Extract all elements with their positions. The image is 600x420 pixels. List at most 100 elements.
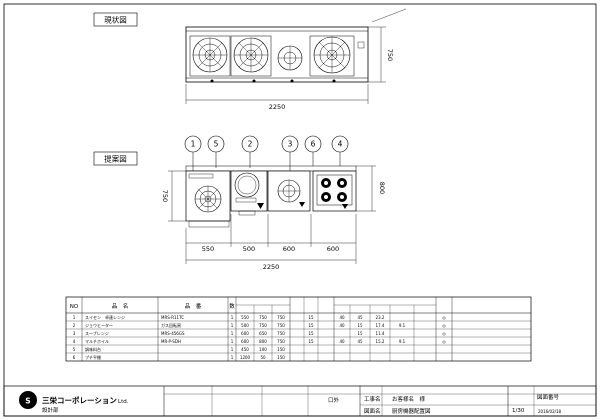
proposal-depth-left: 750 xyxy=(161,170,186,222)
drawing-value: 厨房機器配置図 xyxy=(392,407,431,415)
svg-text:15: 15 xyxy=(308,331,314,336)
svg-text:2: 2 xyxy=(73,323,76,328)
current-burner-2 xyxy=(230,35,272,77)
svg-text:1200: 1200 xyxy=(240,355,251,360)
svg-text:9.1: 9.1 xyxy=(399,323,406,328)
svg-text:23.2: 23.2 xyxy=(376,315,385,320)
svg-text:ガス回転窯: ガス回転窯 xyxy=(161,322,181,328)
svg-text:◎: ◎ xyxy=(442,339,446,344)
sheet-label: 図面番号 xyxy=(537,394,560,401)
misc-label: 口外 xyxy=(328,396,340,404)
svg-text:6: 6 xyxy=(73,355,76,360)
svg-text:◎: ◎ xyxy=(442,331,446,336)
svg-text:◎: ◎ xyxy=(442,315,446,320)
callouts: 1 5 2 3 6 4 xyxy=(184,135,349,178)
svg-text:1: 1 xyxy=(231,339,234,344)
company-name: 三栄コーポレーション xyxy=(42,395,117,405)
svg-text:MRS-R11TC: MRS-R11TC xyxy=(161,315,184,320)
date-value: 2016/02/18 xyxy=(538,409,562,414)
svg-text:5: 5 xyxy=(73,347,76,352)
current-burner-4 xyxy=(309,35,355,77)
current-section-title: 現状図 xyxy=(104,15,127,25)
svg-text:100: 100 xyxy=(259,347,267,352)
svg-text:500: 500 xyxy=(243,245,255,253)
scale-value: 1/30 xyxy=(512,408,525,414)
unit-3-soup-range xyxy=(267,170,311,212)
svg-text:15.2: 15.2 xyxy=(376,339,385,344)
header-qty: 数 xyxy=(229,302,235,310)
svg-text:450: 450 xyxy=(241,347,249,352)
back-shelf xyxy=(185,165,357,172)
svg-text:750: 750 xyxy=(277,315,285,320)
svg-text:4: 4 xyxy=(338,140,343,149)
table-row: 2 ジョウヒーター ガス回転窯 1 500 750 750 15 40 15 1… xyxy=(73,322,447,328)
company-logo: S 三栄コーポレーション Ltd. 設計部 xyxy=(19,391,129,414)
svg-text:1: 1 xyxy=(73,315,76,320)
svg-text:15: 15 xyxy=(308,315,314,320)
table-row: 1 スイセン 卓連レンジ MRS-R11TC 1 550 750 750 15 … xyxy=(73,314,447,320)
current-depth-text: 750 xyxy=(386,49,394,61)
svg-text:2: 2 xyxy=(248,140,253,149)
svg-text:40: 40 xyxy=(339,339,345,344)
svg-text:15: 15 xyxy=(357,331,363,336)
svg-text:17.4: 17.4 xyxy=(376,323,385,328)
svg-text:調味料台: 調味料台 xyxy=(85,346,101,352)
svg-text:150: 150 xyxy=(277,355,285,360)
svg-text:6: 6 xyxy=(311,140,316,149)
svg-text:ジョウヒーター: ジョウヒーター xyxy=(85,322,113,328)
svg-text:1: 1 xyxy=(231,347,234,352)
svg-text:150: 150 xyxy=(277,347,285,352)
svg-text:S: S xyxy=(25,397,30,406)
unit-1-range xyxy=(185,170,231,228)
project-label: 工事名 xyxy=(364,395,381,403)
company-suffix: Ltd. xyxy=(118,399,129,405)
table-row: 4 マルチホイル MR-P-SDH 1 600 800 750 15 40 45… xyxy=(73,339,447,344)
svg-text:750: 750 xyxy=(277,331,285,336)
svg-text:5: 5 xyxy=(214,140,219,149)
proposal-section-title: 提案図 xyxy=(104,154,127,164)
current-depth-dimension: 750 xyxy=(368,8,407,83)
svg-text:40: 40 xyxy=(339,315,345,320)
current-equipment xyxy=(185,26,369,83)
department: 設計部 xyxy=(42,406,59,414)
svg-text:◎: ◎ xyxy=(442,323,446,328)
current-burner-3 xyxy=(277,45,303,71)
svg-text:1: 1 xyxy=(231,323,234,328)
svg-text:800: 800 xyxy=(378,182,386,194)
svg-text:3: 3 xyxy=(73,331,76,336)
svg-text:750: 750 xyxy=(277,339,285,344)
drawing-label: 図面名 xyxy=(364,407,381,415)
svg-text:1: 1 xyxy=(231,315,234,320)
current-burner-1 xyxy=(189,35,231,77)
unit-2-kettle xyxy=(230,170,268,216)
table-row: 6 プチ平棚 1 1200 50 150 xyxy=(73,354,286,360)
svg-text:750: 750 xyxy=(161,190,169,202)
current-width-dimension: 2250 xyxy=(185,84,369,111)
svg-text:スイセン 卓連レンジ: スイセン 卓連レンジ xyxy=(85,314,125,320)
svg-text:1: 1 xyxy=(191,140,196,149)
svg-text:550: 550 xyxy=(202,245,214,253)
svg-text:1: 1 xyxy=(231,355,234,360)
svg-text:11.4: 11.4 xyxy=(376,331,385,336)
svg-text:MR-P-SDH: MR-P-SDH xyxy=(161,339,181,344)
svg-text:800: 800 xyxy=(259,339,267,344)
svg-text:50: 50 xyxy=(260,355,266,360)
svg-text:750: 750 xyxy=(259,323,267,328)
svg-text:750: 750 xyxy=(259,315,267,320)
svg-text:1: 1 xyxy=(231,331,234,336)
svg-text:600: 600 xyxy=(241,339,249,344)
svg-text:15: 15 xyxy=(308,323,314,328)
svg-text:プチ平棚: プチ平棚 xyxy=(85,354,101,360)
svg-text:15: 15 xyxy=(308,339,314,344)
table-row: 3 スープレンジ MRS-456GS 1 600 650 750 15 15 1… xyxy=(73,330,447,336)
svg-text:45: 45 xyxy=(357,339,363,344)
current-width-text: 2250 xyxy=(269,103,286,111)
svg-text:4: 4 xyxy=(73,339,76,344)
spec-table: NO 品 名 品 番 数 1 スイセン 卓連レンジ MRS-R11TC 1 55… xyxy=(65,296,532,362)
project-value: お客様名 様 xyxy=(392,395,426,403)
svg-text:600: 600 xyxy=(283,245,295,253)
svg-text:3: 3 xyxy=(288,140,293,149)
header-model: 品 番 xyxy=(185,303,202,310)
svg-text:500: 500 xyxy=(241,323,249,328)
